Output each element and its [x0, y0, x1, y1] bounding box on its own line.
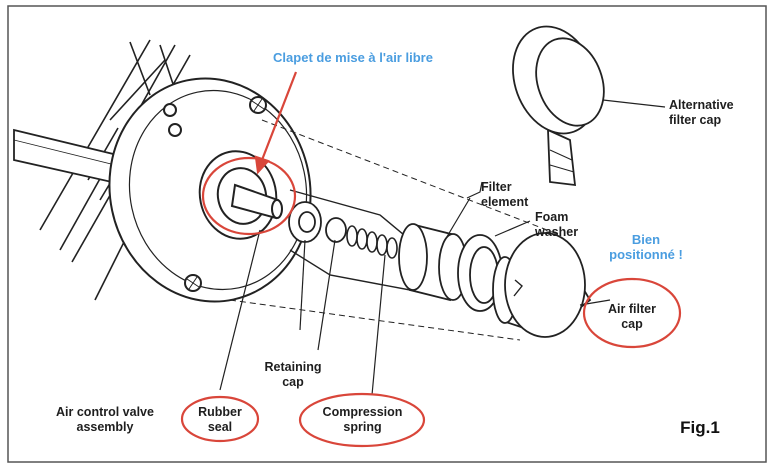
- retaining-cap-label: Retaining cap: [264, 360, 322, 389]
- compression-spring-highlight-circle: [298, 392, 426, 448]
- figure-number: Fig.1: [680, 418, 720, 437]
- foam-washer-label: Foam washer: [535, 210, 579, 239]
- alternative-filter-cap-part: [512, 25, 605, 187]
- rubber-seal-part: [288, 201, 322, 243]
- guide-lines: [229, 119, 561, 341]
- foam-washer-part: [457, 234, 503, 312]
- filter-element-label: Filter element: [481, 180, 529, 209]
- alternative-filter-cap-label: Alternative filter cap: [669, 98, 734, 127]
- air-control-valve-assembly: [108, 77, 312, 303]
- air-filter-cap-label: Air filter cap: [608, 302, 656, 331]
- clapet-arrow: [254, 71, 298, 175]
- air-filter-cap-part: [492, 232, 592, 338]
- retaining-cap-part: [325, 217, 347, 243]
- rubber-seal-label: Rubber seal: [198, 405, 242, 434]
- red-annotations: [180, 156, 682, 448]
- rubber-seal-highlight-circle: [180, 395, 260, 443]
- bien-positionne-label: Bien positionné !: [609, 232, 683, 262]
- compression-spring-part: [346, 225, 398, 259]
- filter-element-part: [398, 223, 468, 302]
- air-filter-cap-highlight-circle: [582, 277, 682, 349]
- leader-lines: [219, 99, 666, 396]
- clapet-label: Clapet de mise à l'air libre: [273, 50, 433, 65]
- compression-spring-label: Compression spring: [322, 405, 403, 434]
- frame: [7, 5, 767, 463]
- air-control-valve-label: Air control valve assembly: [56, 405, 154, 434]
- clapet-highlight-circle: [201, 156, 297, 236]
